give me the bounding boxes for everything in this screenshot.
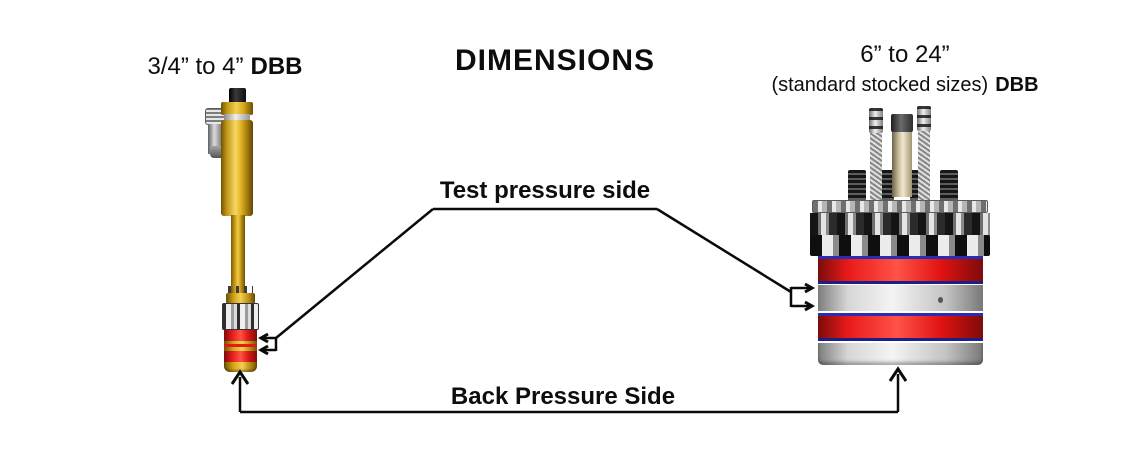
left-tool-label: 3/4” to 4”DBB — [95, 53, 355, 81]
small-tool-foot — [224, 362, 257, 372]
small-tool-top-cap — [229, 88, 246, 104]
large-tool-braided-hose-left — [870, 110, 882, 210]
left-tool-size-range: 3/4” to 4” — [147, 53, 244, 80]
back-pressure-side-label: Back Pressure Side — [450, 383, 676, 410]
large-tool-seal-band-bottom — [818, 313, 983, 341]
small-tool-body — [221, 120, 253, 216]
right-tool-stocked-sizes: (standard stocked sizes) — [771, 74, 989, 96]
small-tool-flange-pins — [228, 286, 253, 294]
small-dbb-tool-illustration — [205, 88, 275, 372]
large-tool-center-tube-cap — [891, 114, 913, 132]
large-tool-seal-band-top — [818, 256, 983, 284]
large-tool-hose-fitting-right — [917, 106, 931, 131]
test-leader-left — [275, 208, 434, 339]
large-tool-center-tube — [892, 131, 912, 197]
small-tool-seal-band-top — [224, 330, 257, 341]
arrow-up-icon — [230, 369, 250, 385]
large-tool-base-band — [818, 343, 983, 365]
large-tool-bleed-port — [938, 297, 943, 303]
left-tool-dbb: DBB — [250, 53, 303, 80]
test-leader-right — [656, 207, 792, 294]
test-pressure-callout — [257, 207, 816, 356]
large-tool-braided-hose-right — [918, 106, 930, 210]
page-title: DIMENSIONS — [454, 44, 656, 77]
test-pressure-side-label: Test pressure side — [439, 177, 651, 204]
small-tool-collar-ring — [224, 114, 250, 122]
large-tool-spacer-band — [818, 285, 983, 311]
right-tool-sublabel: (standard stocked sizes) DBB — [730, 74, 1080, 97]
small-tool-hex-nut — [221, 102, 253, 115]
right-tool-size-range: 6” to 24” — [860, 41, 950, 68]
large-tool-top-flange — [812, 200, 988, 213]
large-tool-stud — [940, 170, 958, 206]
small-tool-spacer-band — [224, 341, 257, 351]
small-tool-flange — [226, 293, 255, 304]
large-tool-stud — [848, 170, 866, 206]
large-tool-bolt-nut-row — [810, 235, 990, 256]
small-tool-gripper-slips — [222, 303, 259, 330]
arrow-up-icon — [888, 366, 908, 382]
large-tool-bolt-crown — [810, 213, 990, 237]
small-tool-elbow-joint — [210, 146, 224, 158]
right-tool-dbb: DBB — [995, 74, 1039, 96]
large-dbb-tool-illustration — [806, 106, 994, 366]
small-tool-shaft — [231, 215, 245, 294]
large-tool-hose-fitting-left — [869, 108, 883, 133]
small-tool-seal-band-bottom — [224, 351, 257, 362]
